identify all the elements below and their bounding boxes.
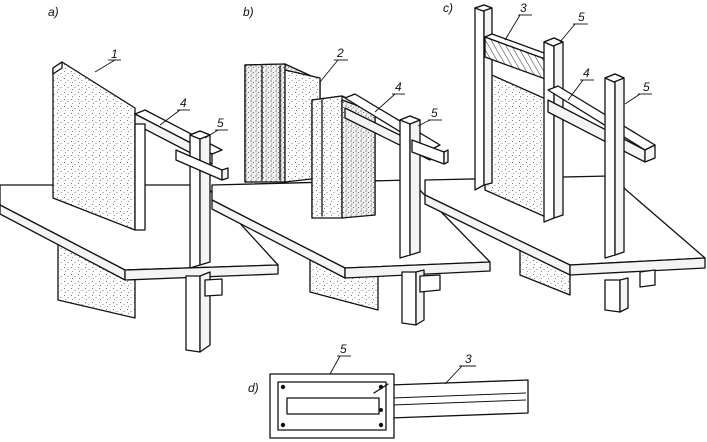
callout-5-a: 5 [217, 116, 224, 130]
callout-3-c: 3 [520, 1, 527, 15]
callout-1: 1 [111, 47, 118, 61]
panel-d: d) 5 3 [248, 342, 529, 439]
callout-5-c-top: 5 [578, 10, 585, 24]
lower-column-b [401, 271, 417, 326]
panel-d-label: d) [248, 381, 259, 395]
column-form-5-b [399, 115, 411, 259]
lower-column-a [185, 275, 201, 353]
section-beam-3 [389, 379, 529, 419]
rebar-dot [280, 384, 286, 390]
rebar-dot [379, 408, 383, 412]
column-form-5-c-mid [543, 37, 555, 223]
column-form-c-left [474, 4, 485, 191]
callout-4-a: 4 [180, 96, 187, 110]
panel-c: c) 3 [424, 1, 706, 313]
column-form-5-a [189, 130, 201, 269]
panel-b: b) 2 4 [211, 5, 491, 326]
callout-5-d: 5 [340, 342, 347, 356]
section-column-5 [269, 373, 395, 439]
panel-a-label: a) [48, 5, 59, 19]
callout-5-c-right: 5 [643, 80, 650, 94]
panel-a: a) 1 4 5 [0, 5, 279, 353]
panel-b-label: b) [243, 5, 254, 19]
panel-c-label: c) [443, 1, 453, 15]
callout-4-c: 4 [583, 66, 590, 80]
callout-4-b: 4 [395, 80, 402, 94]
lower-column-c [604, 279, 621, 313]
rebar-dot [378, 422, 384, 428]
callout-5-b: 5 [431, 106, 438, 120]
rebar-dot [280, 422, 286, 428]
callout-3-d: 3 [465, 352, 472, 366]
column-form-5-c-right [604, 73, 616, 259]
callout-2: 2 [336, 46, 344, 60]
